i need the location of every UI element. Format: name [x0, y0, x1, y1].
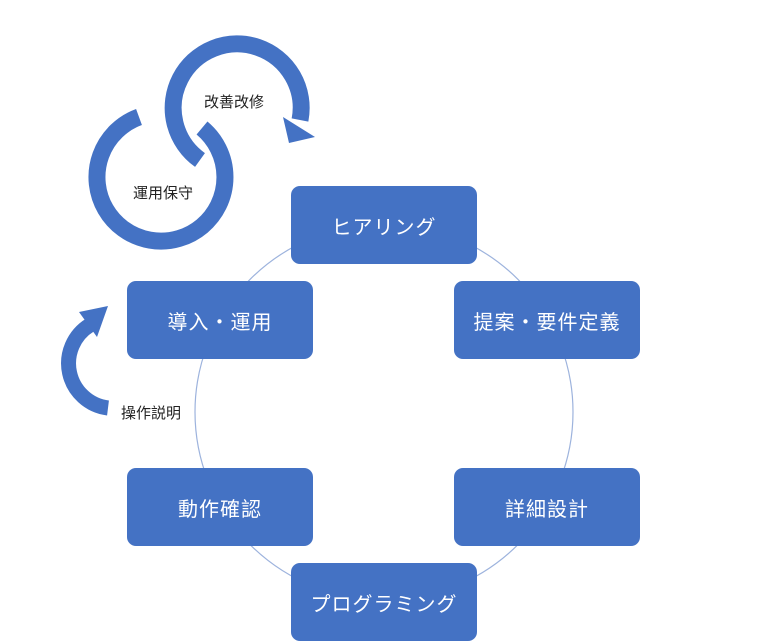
node-programming[interactable]: プログラミング	[291, 563, 477, 641]
node-detail-design-label: 詳細設計	[505, 496, 589, 521]
node-testing[interactable]: 動作確認	[127, 468, 313, 546]
note-improvement: 改善改修	[204, 93, 265, 111]
node-deployment-operation-label: 導入・運用	[167, 309, 273, 334]
improvement-arrowhead	[283, 117, 315, 143]
improvement-arc-arrow	[164, 35, 310, 167]
node-testing-label: 動作確認	[178, 496, 262, 521]
node-detail-design[interactable]: 詳細設計	[454, 468, 640, 546]
node-hearing-label: ヒアリング	[331, 214, 437, 239]
node-proposal-requirements-label: 提案・要件定義	[473, 309, 621, 334]
node-proposal-requirements[interactable]: 提案・要件定義	[454, 281, 640, 359]
node-deployment-operation[interactable]: 導入・運用	[127, 281, 313, 359]
node-programming-label: プログラミング	[310, 591, 458, 616]
instruction-arrowhead	[79, 306, 108, 337]
note-maintenance: 運用保守	[133, 184, 194, 202]
maintenance-arc-arrow	[88, 109, 234, 250]
note-instruction: 操作説明	[121, 404, 182, 422]
instruction-arc-arrow	[61, 318, 110, 416]
node-hearing[interactable]: ヒアリング	[291, 186, 477, 264]
